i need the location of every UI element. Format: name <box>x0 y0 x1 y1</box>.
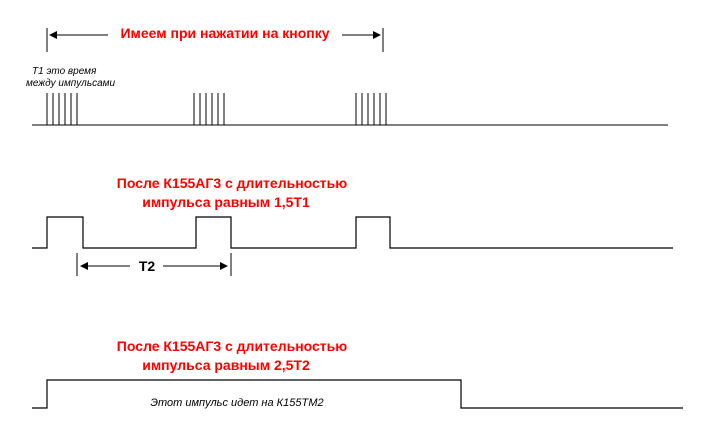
row2-waveform <box>32 216 673 249</box>
row3-monostable-output: После К155АГ3 с длительностью импульса р… <box>32 338 683 409</box>
row2-title-line2: импульса равным 1,5Т1 <box>142 194 310 210</box>
row2-monostable-output: После К155АГ3 с длительностью импульса р… <box>32 175 673 276</box>
row3-title-line2: импульса равным 2,5Т2 <box>142 357 310 373</box>
row1-title: Имеем при нажатии на кнопку <box>120 25 329 41</box>
row2-title-line1: После К155АГ3 с длительностью <box>117 175 348 191</box>
row2-t2-label: Т2 <box>139 258 156 274</box>
row1-burst-2 <box>193 93 225 125</box>
row3-title-line1: После К155АГ3 с длительностью <box>117 338 348 354</box>
row1-burst-3 <box>355 93 387 125</box>
row3-waveform <box>32 379 683 409</box>
row3-pulse-label: Этот импульс идет на К155ТМ2 <box>150 397 323 409</box>
row1-note-line2: между импульсами <box>26 78 116 89</box>
row1-note-line1: Т1 это время <box>32 66 97 77</box>
row1-button-press-signal: Имеем при нажатии на кнопку Т1 это время… <box>26 25 668 126</box>
row1-burst-1 <box>46 93 78 125</box>
